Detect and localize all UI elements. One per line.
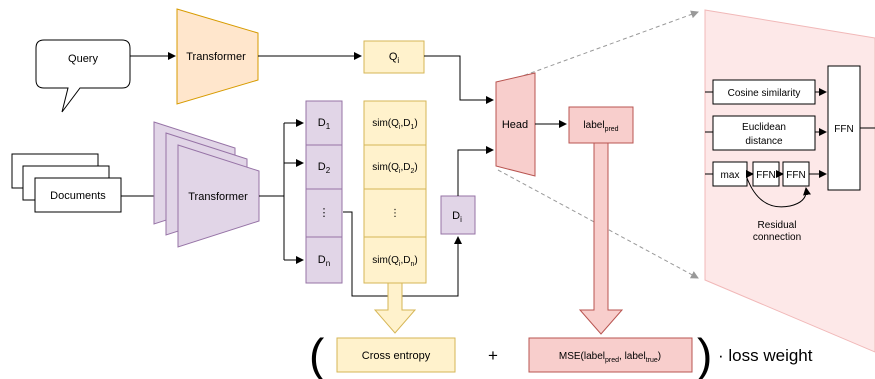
euclidean-label-line1: Euclidean [742, 122, 786, 133]
arrow-qi-to-head [424, 55, 494, 104]
block-arrow-to-mse [578, 142, 624, 335]
doc-embedding-label: ⋮ [319, 207, 330, 219]
doc-embedding-label: D1 [318, 117, 331, 131]
arrow-di-to-head [457, 146, 494, 196]
ffn-label-b: FFN [786, 170, 805, 181]
query-transformer [176, 8, 259, 105]
mse-label: MSE(labelpred, labeltrue) [559, 351, 661, 364]
loss-close-paren: ) [697, 329, 712, 379]
euclidean-distance-box [712, 115, 816, 151]
similarity-column: sim(Qi,D1) sim(Qi,D2) ⋮ sim(Qi,Dn) [363, 100, 427, 284]
similarity-label: ⋮ [390, 208, 400, 219]
arrow-dots-to-di [343, 211, 462, 297]
ffn-label-a: FFN [756, 170, 775, 181]
cosine-similarity-label: Cosine similarity [728, 88, 801, 99]
similarity-cell [363, 144, 427, 190]
doc-embedding-cell [305, 236, 343, 284]
selected-doc-box [440, 195, 476, 235]
doc-embedding-label: D2 [318, 161, 331, 175]
similarity-label: sim(Qi,D1) [372, 118, 417, 131]
max-label: max [721, 170, 740, 181]
document-embedding-column: D1 D2 ⋮ Dn [305, 100, 343, 284]
loss-weight-label: · loss weight [718, 346, 813, 365]
zoom-guide-top [497, 10, 699, 86]
cross-entropy-label: Cross entropy [362, 350, 431, 362]
ffn-box-a [752, 161, 780, 187]
mse-box [528, 337, 693, 373]
block-arrow-to-cross-entropy [373, 282, 417, 334]
loss-open-paren: ( [309, 329, 325, 379]
similarity-label: sim(Qi,Dn) [372, 255, 417, 268]
doc-embedding-cell [305, 100, 343, 146]
cross-entropy-box [336, 337, 456, 373]
ffn-box-b [782, 161, 810, 187]
residual-label-line1: Residual [758, 220, 797, 231]
label-pred-label: labelpred [583, 120, 618, 133]
head-label: Head [502, 119, 528, 131]
label-pred-box [568, 106, 634, 144]
loss-plus: + [488, 346, 498, 365]
head-detail-contents: Cosine similarity Euclidean distance max… [705, 65, 875, 243]
residual-connection-arrow [746, 177, 811, 208]
ffn-output-box [827, 65, 861, 191]
doc-transformer-label: Transformer [188, 191, 248, 203]
ffn-output-label: FFN [834, 124, 853, 135]
query-transformer-label: Transformer [186, 51, 246, 63]
similarity-label: sim(Qi,D2) [372, 162, 417, 175]
selected-doc-label: Di [452, 210, 462, 224]
head-block [495, 72, 536, 177]
documents-stack-front [34, 177, 122, 213]
query-embedding-box [363, 40, 425, 74]
doc-embedding-cell [305, 188, 343, 238]
query-label: Query [68, 53, 98, 65]
doc-embedding-cell [305, 144, 343, 190]
doc-embedding-label: Dn [318, 254, 330, 268]
residual-label-line2: connection [753, 232, 801, 243]
similarity-cell [363, 100, 427, 146]
euclidean-label-line2: distance [745, 136, 783, 147]
similarity-cell [363, 236, 427, 284]
doc-transformer-front [177, 144, 260, 248]
query-embedding-label: Qi [389, 51, 400, 65]
similarity-cell [363, 188, 427, 238]
query-bubble [35, 39, 131, 113]
documents-label: Documents [50, 190, 106, 202]
